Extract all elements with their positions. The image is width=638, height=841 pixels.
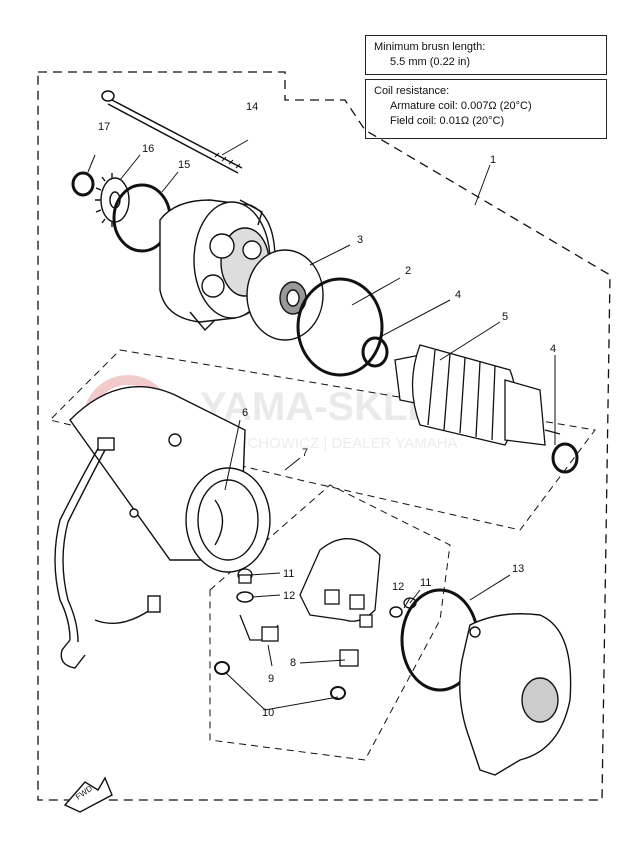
callout-6: 6 (242, 407, 248, 419)
pinion-gear-part (95, 173, 130, 227)
brush-part-8 (339, 649, 359, 667)
callout-4-upper: 4 (455, 289, 461, 301)
washer-part-4-lower (551, 442, 579, 474)
callout-13: 13 (512, 563, 524, 575)
brush-holder-group-dashed (209, 484, 451, 761)
washer-part-17 (71, 171, 95, 197)
callout-11-right: 11 (420, 577, 431, 589)
coil-resistance-spec: Coil resistance: Armature coil: 0.007Ω (… (365, 79, 607, 139)
callout-1: 1 (490, 154, 496, 166)
callout-12-left: 12 (283, 590, 295, 602)
gear-plate-part-3 (246, 249, 324, 341)
callout-9: 9 (268, 673, 274, 685)
brush-holder-part (299, 537, 381, 628)
brush-length-title: Minimum brusn length: (374, 41, 486, 53)
washer-part-12-left (236, 591, 254, 603)
callout-8: 8 (290, 657, 296, 669)
yoke-part (69, 385, 271, 573)
armature-part (394, 344, 561, 446)
brush-length-value: 5.5 mm (0.22 in) (390, 56, 471, 68)
callout-3: 3 (357, 234, 363, 246)
callout-11-left: 11 (283, 568, 294, 580)
callout-17: 17 (98, 121, 110, 133)
coil-resistance-title: Coil resistance: (374, 85, 450, 97)
washer-part-4-upper (361, 336, 389, 368)
spring-part-10-left (214, 661, 230, 675)
leader-lines (87, 139, 556, 711)
spring-part-10-right (330, 686, 346, 700)
callout-numbers: 1 2 3 4 4 5 6 7 8 9 10 11 11 12 12 13 14… (98, 101, 556, 719)
callout-5: 5 (502, 311, 508, 323)
callout-16: 16 (142, 143, 154, 155)
brush-length-spec: Minimum brusn length: 5.5 mm (0.22 in) (365, 35, 607, 75)
callout-15: 15 (178, 159, 190, 171)
fwd-arrow-icon: FWD (63, 776, 113, 813)
callout-2: 2 (405, 265, 411, 277)
through-bolt-part (101, 90, 243, 174)
rear-cover-part (459, 613, 572, 776)
gasket-part-2 (296, 277, 384, 377)
assembly-boundary-dashed (37, 71, 611, 801)
callout-10: 10 (262, 707, 274, 719)
callout-4-lower: 4 (550, 343, 556, 355)
callout-14: 14 (246, 101, 258, 113)
watermark-sub-text: W.CIECHOWICZ | DEALER YAMAHA (205, 435, 458, 452)
armature-coil-value: Armature coil: 0.007Ω (20°C) (390, 100, 532, 112)
washer-part-12-right (389, 606, 403, 618)
callout-7: 7 (302, 447, 308, 459)
callout-12-right: 12 (392, 581, 404, 593)
field-coil-value: Field coil: 0.01Ω (20°C) (390, 115, 505, 127)
lead-wire (54, 437, 161, 669)
brush-part-9 (239, 614, 279, 642)
screw-part-11-left (237, 568, 253, 584)
